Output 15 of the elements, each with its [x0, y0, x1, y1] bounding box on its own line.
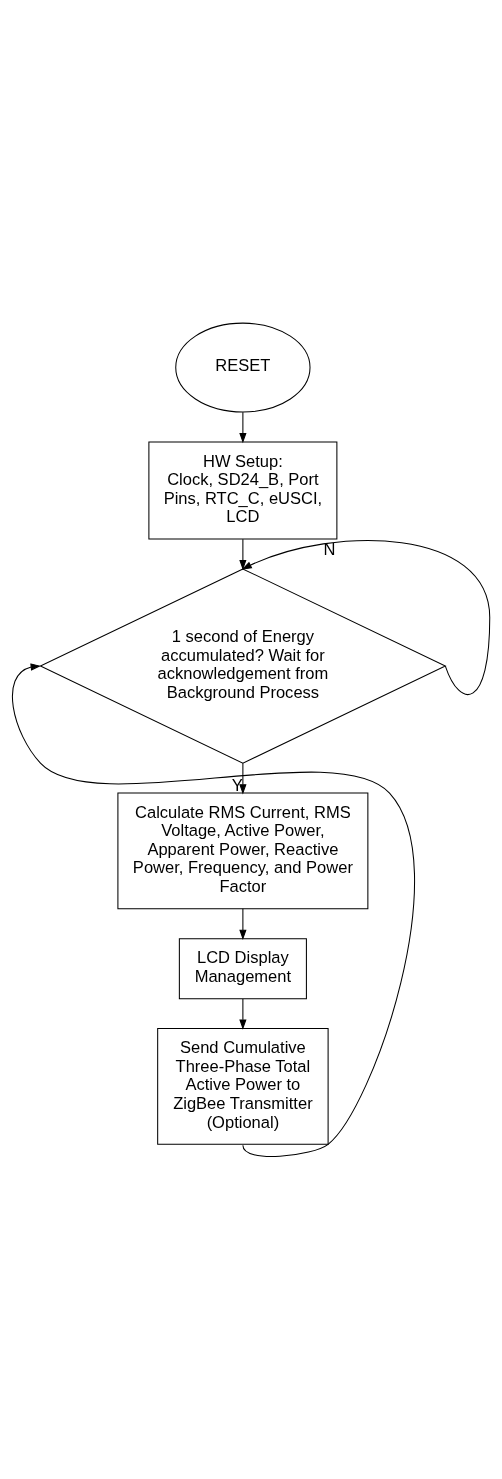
- node-box: Calculate RMS Current, RMS Voltage, Active Power, Apparent Power, Reactive Power, Frequency, and Power Factor: [117, 792, 369, 909]
- arrow: [239, 997, 247, 1030]
- arrow: [239, 538, 247, 570]
- arrow: [239, 762, 247, 795]
- arrow: [239, 907, 247, 940]
- arrow: [239, 411, 247, 443]
- arrow: [11, 662, 415, 1157]
- node-box: HW Setup: Clock, SD24_B, Port Pins, RTC_C, eUSCI, LCD: [148, 440, 338, 540]
- edge-label: N: [323, 539, 336, 559]
- node-box: Send Cumulative Three-Phase Total Active Power to ZigBee Transmitter (Optional): [157, 1027, 329, 1145]
- edge-label: Y: [231, 775, 243, 795]
- node-diamond: 1 second of Energy accumulated? Wait for acknowledgement from Background Process: [39, 567, 447, 764]
- node-box: LCD Display Management: [178, 937, 307, 999]
- node-ellipse: RESET: [175, 322, 311, 412]
- arrow: [241, 539, 491, 695]
